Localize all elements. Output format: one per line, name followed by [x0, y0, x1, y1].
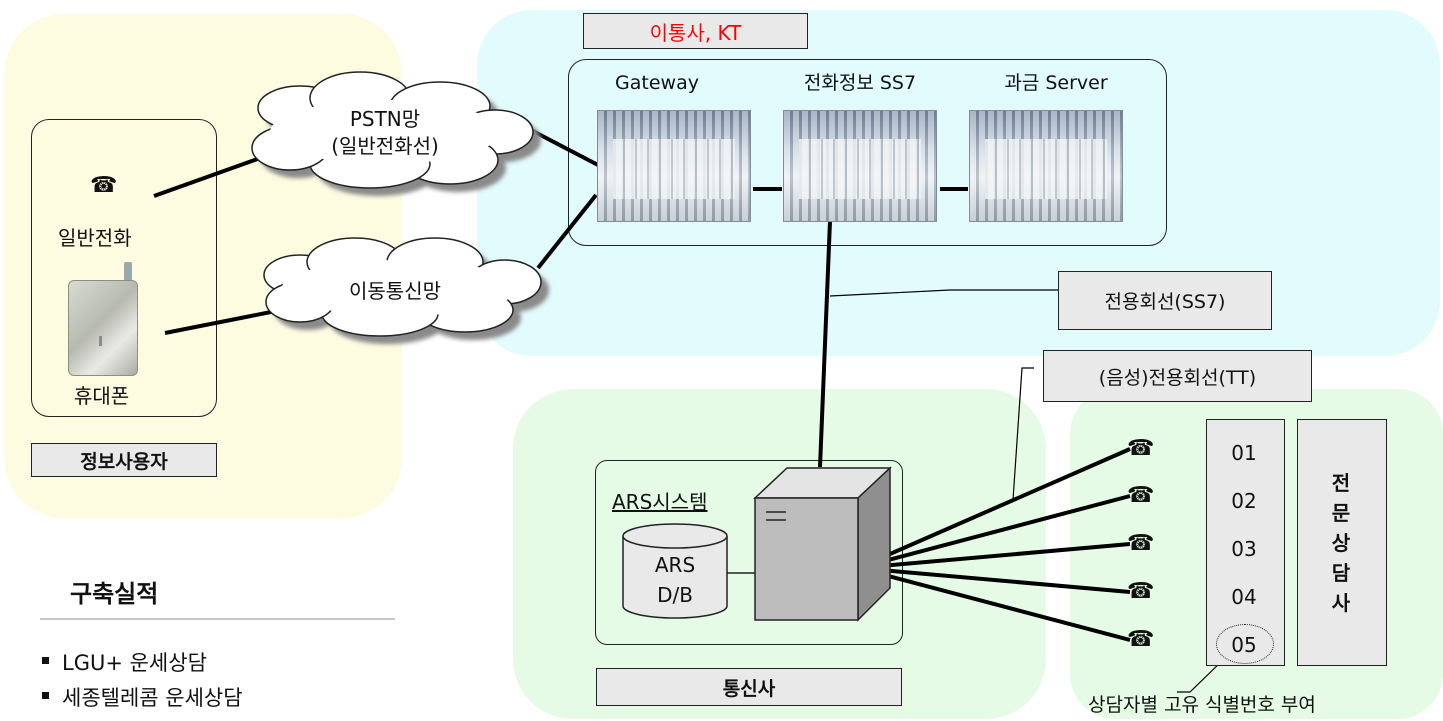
billing-server-image — [969, 110, 1123, 222]
pstn-cloud — [251, 71, 541, 196]
server-frame — [568, 59, 1167, 246]
line-ars-phone-2 — [857, 494, 1131, 570]
counselor-id-3: 03 — [1231, 537, 1257, 561]
counselor-id-caption: 상담자별 고유 식별번호 부여 — [1088, 694, 1316, 716]
mobile-label: 휴대폰 — [74, 384, 130, 408]
counselor-id-column — [1206, 419, 1285, 666]
ars-system-label: ARS시스템 — [612, 490, 708, 514]
counselor-phone-icon-2: ☎ — [1127, 483, 1155, 508]
carrier-title-box: 이통사, KT — [583, 13, 808, 49]
dedicated-tt-box: (음성)전용회선(TT) — [1043, 350, 1312, 402]
user-box-label: 정보사용자 — [31, 443, 217, 477]
counselor-phone-icon-4: ☎ — [1127, 579, 1155, 604]
callout-ss7 — [829, 289, 1058, 297]
counselor-id-2: 02 — [1231, 489, 1257, 513]
pstn-cloud-label: PSTN망 (일반전화선) — [331, 107, 439, 158]
counselor-id-5: 05 — [1231, 633, 1257, 657]
server-label-gateway: Gateway — [615, 72, 699, 94]
carrier-title: 이통사, KT — [649, 20, 742, 45]
callout-id — [1177, 657, 1226, 693]
counselor-phone-icon-3: ☎ — [1127, 531, 1155, 556]
callout-tt — [1012, 367, 1034, 501]
achievements-divider — [40, 618, 395, 620]
counselor-phone-icon-5: ☎ — [1127, 627, 1155, 652]
line-ars-phone-5 — [857, 566, 1131, 642]
line-mobile-gateway — [536, 193, 598, 270]
mobile-cloud — [263, 237, 549, 344]
line-ars-phone-3 — [857, 542, 1131, 570]
line-mobile-network — [164, 308, 282, 335]
server-label-billing: 과금 Server — [1004, 72, 1108, 94]
server-label-ss7: 전화정보 SS7 — [803, 72, 917, 94]
gateway-server-image — [597, 110, 751, 222]
ars-frame — [595, 460, 903, 645]
phone-label: 일반전화 — [58, 226, 132, 250]
counsel-company-label: 전 문 상 담 사 — [1331, 471, 1351, 615]
counselor-id-4: 04 — [1231, 585, 1257, 609]
user-devices-frame — [31, 119, 217, 417]
achievements-title: 구축실적 — [70, 580, 159, 608]
line-ars-phone-4 — [857, 566, 1131, 594]
telephone-icon: ☎ — [90, 173, 118, 198]
ss7-server-image — [783, 110, 937, 222]
line-ss7-ars — [818, 220, 832, 468]
counselor-id-1: 01 — [1231, 441, 1257, 465]
ars-db-label: ARS D/B — [654, 553, 696, 607]
counselor-phone-icon-1: ☎ — [1127, 436, 1155, 461]
highlight-circle — [1216, 624, 1274, 664]
mobile-phone-icon — [66, 262, 138, 376]
mobile-cloud-label: 이동통신망 — [349, 279, 441, 303]
line-ars-phone-1 — [857, 447, 1131, 570]
square-bullet-icon — [42, 692, 49, 699]
square-bullet-icon — [42, 657, 49, 664]
dedicated-ss7-box: 전용회선(SS7) — [1058, 271, 1272, 330]
counsel-company-column — [1297, 419, 1387, 666]
telco-box-label: 통신사 — [596, 668, 902, 706]
